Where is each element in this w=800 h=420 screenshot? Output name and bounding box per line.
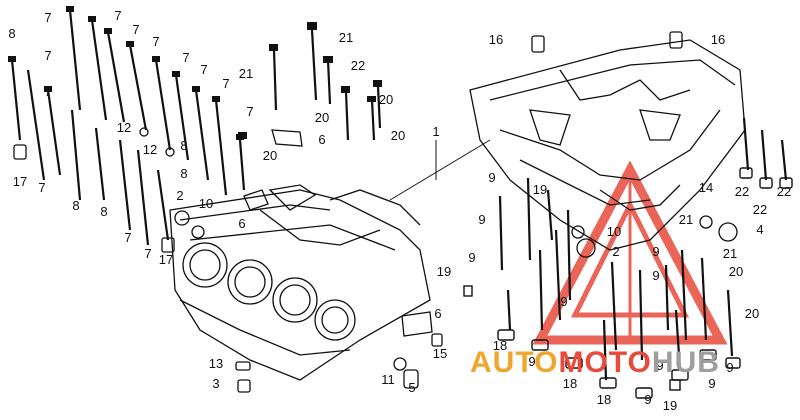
callout-c-21d: 21 <box>723 246 737 261</box>
callout-c-20c: 20 <box>391 128 405 143</box>
callout-c-14: 14 <box>699 180 713 195</box>
callout-c-18c: 18 <box>597 392 611 407</box>
callout-c-12a: 12 <box>117 120 131 135</box>
callout-c-22a: 22 <box>351 58 365 73</box>
callout-c-9h: 9 <box>656 358 663 373</box>
callout-c-20d: 20 <box>263 148 277 163</box>
callout-c-16a: 16 <box>489 32 503 47</box>
callout-c-6a: 6 <box>318 132 325 147</box>
callout-c-15: 15 <box>433 346 447 361</box>
callout-c-7k: 7 <box>38 180 45 195</box>
callout-c-20a: 20 <box>379 92 393 107</box>
small-parts-right <box>531 31 738 258</box>
callout-c-20b: 20 <box>315 110 329 125</box>
callout-c-6b: 6 <box>238 216 245 231</box>
callout-c-22b: 22 <box>735 184 749 199</box>
callout-c-7i: 7 <box>44 48 51 63</box>
callout-c-3: 3 <box>212 376 219 391</box>
upper-crankcase <box>469 39 746 251</box>
callout-c-9k: 9 <box>644 392 651 407</box>
callout-c-9a: 9 <box>488 170 495 185</box>
callout-c-8d: 8 <box>72 198 79 213</box>
callout-c-9i: 9 <box>708 376 715 391</box>
watermark-text: AUTOMOTOHUB <box>470 346 720 379</box>
callout-c-22d: 22 <box>777 184 791 199</box>
watermark-part-auto: AUTO <box>470 346 558 379</box>
callout-c-22c: 22 <box>753 202 767 217</box>
callout-c-10b: 10 <box>607 224 621 239</box>
callout-c-7a: 7 <box>44 10 51 25</box>
callout-c-21c: 21 <box>679 212 693 227</box>
callout-c-7f: 7 <box>200 62 207 77</box>
callout-c-19c: 19 <box>663 398 677 413</box>
callout-c-5: 5 <box>408 380 415 395</box>
callout-c-7b: 7 <box>114 8 121 23</box>
callout-c-7l: 7 <box>124 230 131 245</box>
callout-c-7c: 7 <box>132 22 139 37</box>
dowel-pins-left <box>13 127 205 253</box>
callout-c-11: 11 <box>381 372 395 387</box>
callout-c-4: 4 <box>756 222 763 237</box>
stud-bolts-left <box>10 9 246 246</box>
callout-c-1: 1 <box>432 124 439 139</box>
callout-c-8b: 8 <box>180 138 187 153</box>
lower-crankcase <box>169 184 431 381</box>
callout-c-7m: 7 <box>144 246 151 261</box>
callout-c-8c: 8 <box>180 166 187 181</box>
callout-c-7e: 7 <box>182 50 189 65</box>
callout-c-9f: 9 <box>560 294 567 309</box>
callout-c-21a: 21 <box>339 30 353 45</box>
callout-c-7j: 7 <box>44 84 51 99</box>
callout-c-6c: 6 <box>434 306 441 321</box>
callout-c-17a: 17 <box>13 174 27 189</box>
brackets <box>243 129 433 337</box>
stud-bolts-top <box>272 29 382 141</box>
watermark-part-hub: HUB <box>652 346 720 379</box>
callout-c-20f: 20 <box>745 306 759 321</box>
stud-bolts-right <box>498 117 788 381</box>
watermark-part-moto: MOTO <box>558 346 651 379</box>
callout-c-7d: 7 <box>152 34 159 49</box>
callout-c-20e: 20 <box>729 264 743 279</box>
callout-c-2a: 2 <box>176 188 183 203</box>
callout-c-8e: 8 <box>100 204 107 219</box>
bolt-heads-top <box>238 22 382 139</box>
callout-c-10a: 10 <box>199 196 213 211</box>
callout-c-2b: 2 <box>612 244 619 259</box>
callout-c-19b: 19 <box>437 264 451 279</box>
callout-c-9g: 9 <box>528 354 535 369</box>
callout-c-9d: 9 <box>652 244 659 259</box>
small-parts-bottom <box>235 333 443 393</box>
callout-c-9e: 9 <box>652 268 659 283</box>
callout-c-18a: 18 <box>493 338 507 353</box>
callout-c-8a: 8 <box>8 26 15 41</box>
callout-c-13: 13 <box>209 356 223 371</box>
callout-c-19a: 19 <box>533 182 547 197</box>
bolt-heads-right <box>463 167 793 399</box>
callout-c-18b: 18 <box>563 376 577 391</box>
callout-c-16b: 16 <box>711 32 725 47</box>
callout-c-12b: 12 <box>143 142 157 157</box>
callout-c-21b: 21 <box>239 66 253 81</box>
callout-c-7h: 7 <box>246 104 253 119</box>
callout-c-9b: 9 <box>478 212 485 227</box>
watermark-logo-triangle <box>532 160 728 345</box>
leader-lines <box>389 139 491 201</box>
callout-c-9j: 9 <box>726 360 733 375</box>
callout-c-17b: 17 <box>159 252 173 267</box>
callout-c-9c: 9 <box>468 250 475 265</box>
callout-c-7g: 7 <box>222 76 229 91</box>
